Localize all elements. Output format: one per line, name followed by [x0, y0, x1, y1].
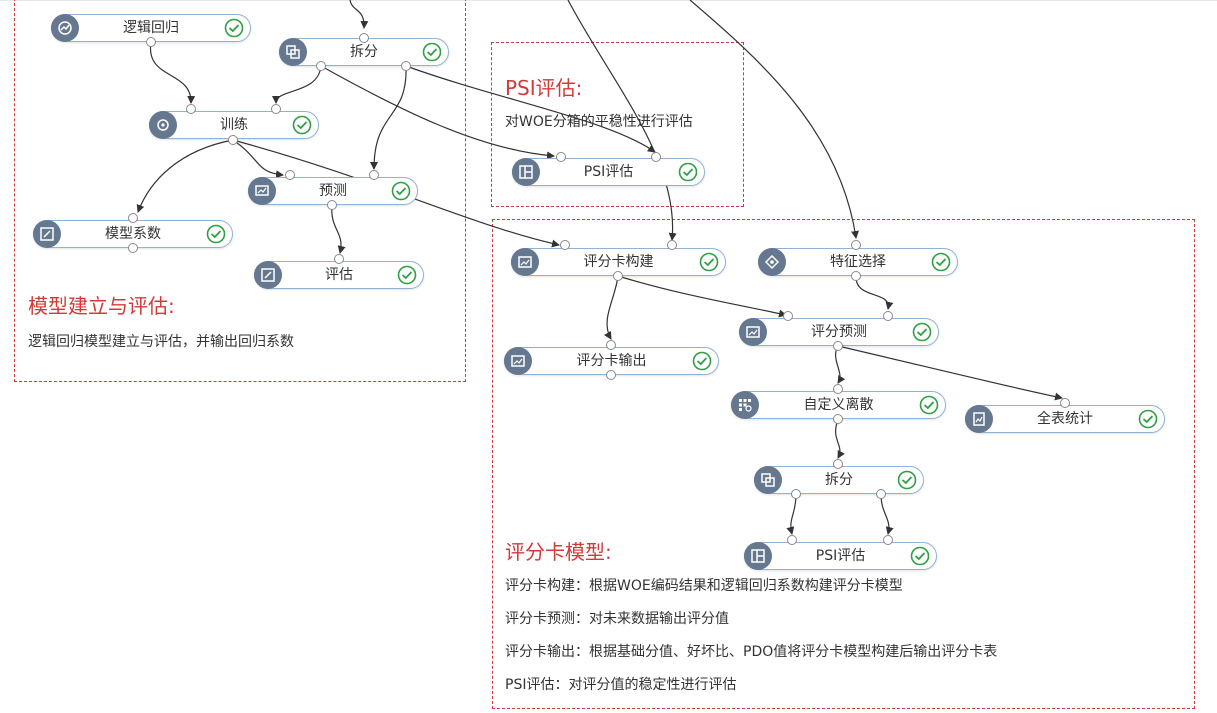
- node-evaluate[interactable]: 评估: [254, 261, 424, 289]
- success-check-icon: [678, 162, 698, 182]
- psi-icon: [512, 158, 540, 186]
- coefficient-icon: [33, 220, 61, 248]
- scorecard-build-icon: [511, 248, 539, 276]
- input-port[interactable]: [285, 170, 295, 180]
- node-label: 拆分: [350, 44, 378, 60]
- input-port[interactable]: [186, 104, 196, 114]
- input-port[interactable]: [651, 152, 661, 162]
- feature-selection-icon: [758, 248, 786, 276]
- input-port[interactable]: [851, 240, 861, 250]
- node-label: 训练: [220, 117, 248, 133]
- predict-icon: [248, 177, 276, 205]
- input-port[interactable]: [271, 104, 281, 114]
- output-port[interactable]: [876, 489, 886, 499]
- output-port[interactable]: [851, 271, 861, 281]
- node-scorecard-build[interactable]: 评分卡构建: [511, 248, 726, 276]
- node-label: 全表统计: [1037, 411, 1093, 427]
- node-label: 评分卡输出: [576, 353, 647, 369]
- node-label: 自定义离散: [803, 397, 874, 413]
- node-label: PSI评估: [583, 164, 634, 180]
- group-model-description: 逻辑回归模型建立与评估，并输出回归系数: [28, 334, 294, 350]
- input-port[interactable]: [667, 240, 677, 250]
- success-check-icon: [422, 42, 442, 62]
- success-check-icon: [919, 395, 939, 415]
- table-stats-icon: [965, 405, 993, 433]
- node-table-statistics[interactable]: 全表统计: [965, 405, 1165, 433]
- node-label: 拆分: [825, 472, 853, 488]
- node-label: 评估: [325, 267, 353, 283]
- success-check-icon: [692, 351, 712, 371]
- score-predict-icon: [739, 318, 767, 346]
- output-port[interactable]: [833, 341, 843, 351]
- success-check-icon: [699, 252, 719, 272]
- discretize-icon: [731, 391, 759, 419]
- node-label: 评分预测: [811, 324, 867, 340]
- output-port[interactable]: [146, 37, 156, 47]
- node-label: 特征选择: [830, 254, 886, 270]
- node-label: 评分卡构建: [583, 254, 654, 270]
- output-port[interactable]: [606, 370, 616, 380]
- output-port[interactable]: [613, 271, 623, 281]
- group-scorecard-line: 评分卡预测：对未来数据输出评分值: [505, 611, 729, 627]
- output-port[interactable]: [833, 414, 843, 424]
- group-scorecard-line: PSI评估：对评分值的稳定性进行评估: [505, 677, 737, 693]
- success-check-icon: [910, 546, 930, 566]
- input-port[interactable]: [787, 535, 797, 545]
- input-port[interactable]: [560, 240, 570, 250]
- input-port[interactable]: [783, 311, 793, 321]
- input-port[interactable]: [883, 535, 893, 545]
- group-scorecard-line: 评分卡输出：根据基础分值、好坏比、PDO值将评分卡模型构建后输出评分卡表: [505, 644, 998, 660]
- success-check-icon: [224, 18, 244, 38]
- group-model-title: 模型建立与评估:: [28, 294, 175, 318]
- split-icon: [279, 38, 307, 66]
- node-label: 预测: [319, 183, 347, 199]
- output-port[interactable]: [316, 61, 326, 71]
- success-check-icon: [397, 265, 417, 285]
- node-split[interactable]: 拆分: [754, 466, 924, 494]
- input-port[interactable]: [369, 170, 379, 180]
- input-port[interactable]: [883, 311, 893, 321]
- group-psi-description: 对WOE分箱的平稳性进行评估: [505, 114, 693, 130]
- success-check-icon: [292, 115, 312, 135]
- scorecard-output-icon: [504, 347, 532, 375]
- success-check-icon: [1138, 409, 1158, 429]
- input-port[interactable]: [1060, 398, 1070, 408]
- output-port[interactable]: [228, 135, 238, 145]
- group-scorecard-line: 评分卡构建：根据WOE编码结果和逻辑回归系数构建评分卡模型: [505, 578, 903, 594]
- node-label: 逻辑回归: [123, 20, 179, 36]
- node-psi-evaluate[interactable]: PSI评估: [744, 542, 937, 570]
- output-port[interactable]: [128, 243, 138, 253]
- success-check-icon: [206, 224, 226, 244]
- group-scorecard-title: 评分卡模型:: [505, 540, 612, 564]
- input-port[interactable]: [606, 340, 616, 350]
- success-check-icon: [897, 470, 917, 490]
- node-label: 模型系数: [105, 226, 161, 242]
- output-port[interactable]: [327, 200, 337, 210]
- input-port[interactable]: [833, 384, 843, 394]
- group-psi-title: PSI评估:: [505, 76, 583, 100]
- train-icon: [149, 111, 177, 139]
- input-port[interactable]: [833, 459, 843, 469]
- success-check-icon: [912, 322, 932, 342]
- input-port[interactable]: [556, 152, 566, 162]
- node-psi-evaluate[interactable]: PSI评估: [512, 158, 705, 186]
- node-model-coefficients[interactable]: 模型系数: [33, 220, 233, 248]
- output-port[interactable]: [401, 61, 411, 71]
- success-check-icon: [931, 252, 951, 272]
- node-label: PSI评估: [815, 548, 866, 564]
- success-check-icon: [391, 181, 411, 201]
- psi-icon: [744, 542, 772, 570]
- input-port[interactable]: [128, 213, 138, 223]
- input-port[interactable]: [359, 33, 369, 43]
- node-train[interactable]: 训练: [149, 111, 319, 139]
- input-port[interactable]: [334, 254, 344, 264]
- logistic-regression-icon: [51, 14, 79, 42]
- evaluate-icon: [254, 261, 282, 289]
- output-port[interactable]: [791, 489, 801, 499]
- split-icon: [754, 466, 782, 494]
- group-scorecard: [492, 219, 1195, 709]
